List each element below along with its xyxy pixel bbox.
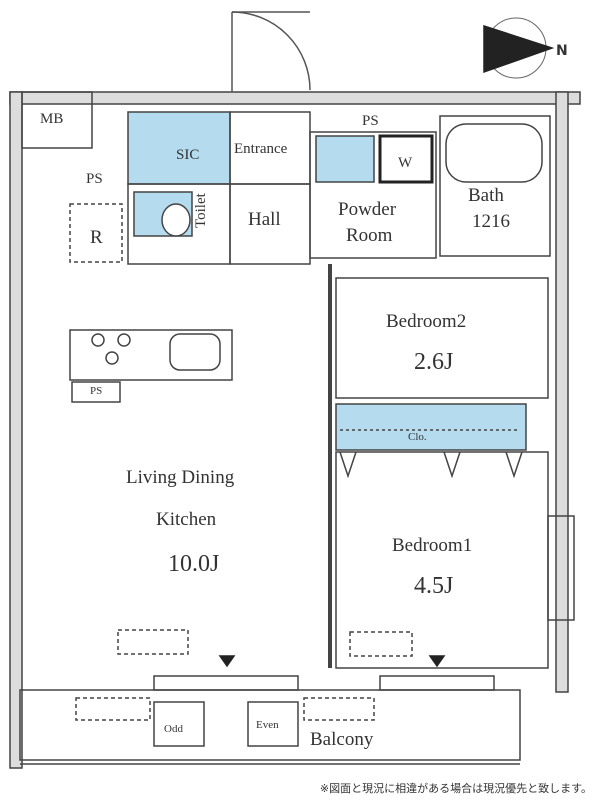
bedroom1-window [547,515,575,621]
r-label: R [90,227,103,248]
ldk-window [153,675,299,691]
bathtub-icon [445,123,543,183]
disclaimer-note: ※図面と現況に相違がある場合は現況優先と致します。 [319,782,592,795]
entrance-label: Entrance [234,141,288,157]
bedroom1-room [335,451,549,669]
bath-size-label: 1216 [472,211,510,232]
entrance-door [231,11,311,92]
odd-hatch [153,701,205,747]
ps-top-label: PS [362,113,379,129]
sink-icon [169,333,221,371]
bath-room [439,115,551,257]
ldk-label-2: Kitchen [156,509,217,530]
bath-label: Bath [468,185,504,206]
ldk-label-1: Living Dining [126,467,235,488]
right-wall [555,91,569,693]
even-label: Even [256,719,279,731]
w-label: W [398,155,413,171]
washbasin-icon [315,135,375,183]
powder-label: Powder [338,199,397,220]
left-wall [9,91,23,769]
bedroom1-label: Bedroom1 [392,535,473,556]
ps-kitchen-label: PS [90,385,103,397]
closet [335,403,527,451]
compass-north-label: N [556,43,568,59]
balcony-area [19,689,521,761]
bedroom1-size: 4.5J [414,573,454,599]
balcony-label: Balcony [310,729,374,750]
mb-box [21,91,93,149]
compass-icon [483,17,555,79]
closet-label: Clo. [408,431,427,443]
kitchen-counter [69,329,233,381]
r-box [69,203,123,263]
ps-left-label: PS [86,171,103,187]
washer-box [378,134,434,184]
even-hatch [247,701,299,747]
bedroom1-balcony-window [379,675,495,691]
bedroom2-room [335,277,549,399]
mb-label: MB [40,111,64,127]
bedroom2-label: Bedroom2 [386,311,467,332]
hall-label: Hall [248,209,281,230]
sic-room [127,111,231,185]
toilet-label: Toilet [193,193,209,228]
ldk-size: 10.0J [168,551,220,577]
sic-label: SIC [176,147,200,163]
top-wall [9,91,581,105]
powder-room [309,131,437,259]
room-label: Room [346,225,393,246]
ps-kitchen-box [71,381,121,403]
odd-label: Odd [164,723,183,735]
bedroom2-size: 2.6J [414,349,454,375]
